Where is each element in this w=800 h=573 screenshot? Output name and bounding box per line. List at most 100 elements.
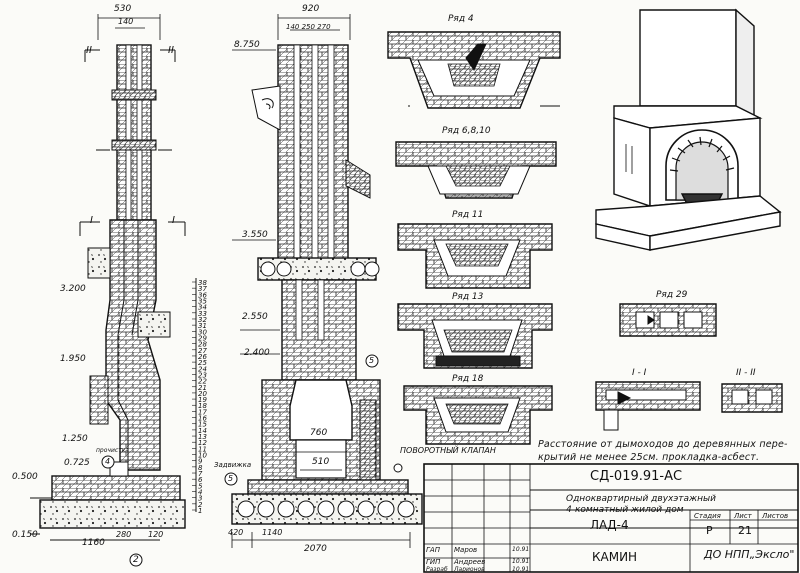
row-number: 17: [198, 408, 207, 416]
level-0150: 0.150: [12, 530, 38, 540]
row-number: 15: [198, 421, 207, 429]
doc-code: СД-019.91-АС: [590, 469, 683, 484]
row-13-label: Ряд 13: [452, 292, 484, 302]
level-8750: 8.750: [234, 40, 260, 50]
row-number: 2: [198, 501, 203, 509]
dim-1160: 1160: [82, 538, 105, 548]
row-number: 16: [198, 415, 207, 423]
row-number: 26: [198, 353, 207, 361]
dim-2070: 2070: [304, 544, 327, 554]
level-3200: 3.200: [60, 284, 86, 294]
dim-920: 920: [302, 4, 320, 14]
row-number: 38: [198, 279, 207, 287]
level-0725: 0.725: [64, 458, 90, 468]
sig-role-1: ГАП: [426, 546, 440, 554]
row-number: 18: [198, 402, 207, 410]
plan-row-11: [397, 223, 553, 289]
level-1250: 1.250: [62, 434, 88, 444]
row-number: 37: [198, 285, 207, 293]
row-number: 14: [198, 427, 207, 435]
sig-role-3: Разраб: [426, 566, 448, 573]
plan-section-1: [595, 381, 701, 431]
row-number: 29: [198, 334, 207, 342]
fireplace-isometric: [595, 8, 782, 251]
sig-name-1: Маров: [454, 546, 478, 554]
sig-name-3: Ларионов: [454, 566, 485, 573]
valve-label: ПОВОРОТНЫЙ КЛАПАН: [400, 446, 496, 455]
plan-row-18: [403, 385, 553, 445]
row-number: 27: [198, 347, 207, 355]
row-number: 22: [198, 378, 207, 386]
row-number: 10: [198, 452, 207, 460]
row-number: 1: [198, 507, 202, 515]
dim-1140: 1140: [262, 528, 283, 537]
left-section: [30, 14, 186, 567]
plan-row-6810: [395, 141, 557, 199]
note-line-1: Расстояние от дымоходов до деревянных пе…: [538, 439, 788, 450]
plan-row-13: [397, 303, 553, 369]
row-number: 36: [198, 291, 207, 299]
row-29-label: Ряд 29: [656, 290, 688, 300]
section-2-label: II - II: [736, 368, 756, 378]
project-line-2: 4-комнатный жилой дом: [566, 505, 684, 515]
row-number: 19: [198, 396, 207, 404]
row-number: 32: [198, 316, 207, 324]
sig-role-2: ГИП: [426, 558, 441, 566]
org-name: ДО НПП„Эксло": [704, 548, 795, 561]
row-number: 28: [198, 341, 207, 349]
row-6810-label: Ряд 6,8,10: [442, 126, 491, 136]
row-number: 31: [198, 322, 207, 330]
row-number: 4: [198, 489, 202, 497]
row-4-label: Ряд 4: [448, 14, 474, 24]
level-2550: 2.550: [242, 312, 268, 322]
plan-row-29: [619, 303, 717, 337]
cut-2-left: II: [86, 45, 92, 56]
cut-2-right: II: [168, 45, 174, 56]
callout-4: 4: [105, 457, 111, 466]
sig-date-1: 10.91: [512, 546, 530, 553]
dim-120: 120: [148, 530, 164, 539]
dim-760: 760: [310, 428, 328, 438]
dim-140: 140: [118, 17, 134, 26]
cut-1-right: I: [172, 215, 175, 226]
dim-510: 510: [312, 457, 330, 467]
row-number: 12: [198, 439, 207, 447]
level-2400: 2.400: [244, 348, 270, 358]
cut-1-left: I: [90, 215, 93, 226]
row-number: 9: [198, 458, 203, 466]
row-11-label: Ряд 11: [452, 210, 484, 220]
drawing-title: КАМИН: [592, 550, 638, 564]
sheet-name: ЛАД-4: [590, 518, 629, 532]
row-18-label: Ряд 18: [452, 374, 484, 384]
callout-5b: 5: [228, 474, 234, 483]
title-block-grid: [423, 463, 799, 573]
row-number: 8: [198, 464, 203, 472]
sheets-label: Листов: [762, 512, 789, 520]
callout-2: 2: [133, 555, 139, 565]
dim-420: 420: [228, 528, 244, 537]
row-number: 3: [198, 495, 202, 503]
dim-top-small: 140 250 270: [286, 23, 331, 31]
project-line-1: Одноквартирный двухэтажный: [566, 494, 716, 504]
sig-date-3: 10.91: [512, 566, 530, 573]
note-line-2: крытий не менее 25см. прокладка-асбест.: [538, 452, 760, 463]
dim-530: 530: [114, 4, 132, 14]
row-plans: [387, 31, 783, 445]
row-number: 30: [198, 328, 207, 336]
dim-280: 280: [116, 530, 132, 539]
section-1-label: I - I: [632, 368, 647, 378]
row-number: 20: [198, 390, 207, 398]
row-number: 6: [198, 476, 203, 484]
level-3550: 3.550: [242, 230, 268, 240]
level-1950: 1.950: [60, 354, 86, 364]
sig-date-2: 10.91: [512, 558, 530, 565]
row-number: 5: [198, 482, 203, 490]
row-number: 33: [198, 310, 207, 318]
stage-label: Стадия: [694, 512, 721, 520]
plan-section-2: [721, 383, 783, 413]
row-number: 13: [198, 433, 207, 441]
